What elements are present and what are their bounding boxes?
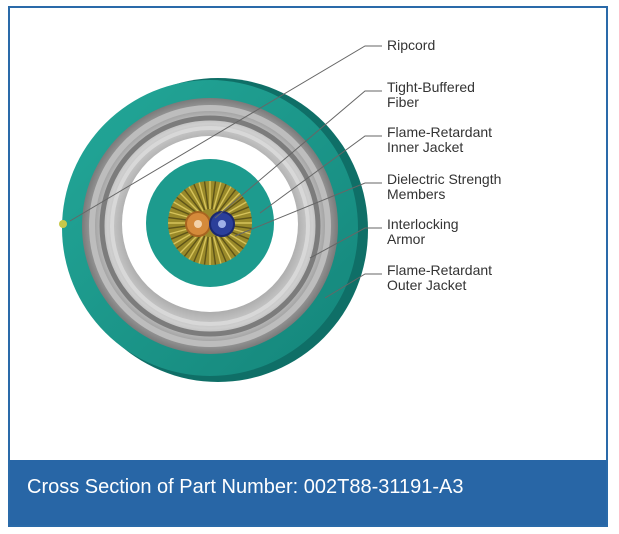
- caption-text: Cross Section of Part Number: 002T88-311…: [27, 476, 464, 498]
- yarn-strand: [183, 233, 203, 257]
- yarn-strand: [183, 189, 203, 213]
- yarn-strand: [211, 181, 217, 210]
- yarn-strand: [198, 182, 208, 210]
- leader-line-fiber: [214, 90, 382, 219]
- leader-line-outer-jacket: [324, 273, 382, 299]
- yarn-strand: [219, 192, 241, 214]
- component-labels: Ripcord Tight-Buffered Fiber Flame-Retar…: [387, 37, 505, 293]
- caption-bar: Cross Section of Part Number: 002T88-311…: [10, 460, 606, 525]
- label-strength-members: Dielectric Strength Members: [387, 171, 505, 202]
- yarn-strand: [193, 183, 206, 211]
- leader-line-armor: [309, 227, 382, 259]
- yarn-strand: [216, 234, 232, 260]
- leader-line-strength: [234, 182, 382, 237]
- armor-ring-c: [110, 126, 310, 326]
- leader-line-ripcord: [69, 45, 382, 222]
- leader-line-inner-jacket: [259, 135, 382, 214]
- yarn-strand: [203, 181, 209, 210]
- ripcord: [59, 220, 67, 228]
- yarn-strand: [212, 236, 222, 264]
- label-ripcord: Ripcord: [387, 37, 435, 53]
- yarn-strand: [193, 235, 206, 263]
- yarn-strand: [188, 186, 204, 212]
- yarn-strand: [203, 236, 209, 265]
- figure-frame: Ripcord Tight-Buffered Fiber Flame-Retar…: [8, 6, 608, 527]
- cable-cross-section-diagram: Ripcord Tight-Buffered Fiber Flame-Retar…: [59, 37, 505, 382]
- label-armor: Interlocking Armor: [387, 216, 462, 247]
- fiber-orange-core: [194, 220, 202, 228]
- yarn-strand: [179, 192, 201, 214]
- yarn-strand: [198, 236, 208, 264]
- yarn-strand: [212, 182, 222, 210]
- fiber-blue-core: [218, 220, 226, 228]
- yarn-strand: [214, 235, 227, 263]
- yarn-strand: [214, 183, 227, 211]
- label-outer-jacket: Flame-Retardant Outer Jacket: [387, 262, 496, 293]
- label-tight-buffered-fiber: Tight-Buffered Fiber: [387, 79, 479, 110]
- leader-lines: [69, 45, 382, 299]
- yarn-strand: [211, 236, 217, 265]
- yarn-strand: [216, 186, 232, 212]
- label-inner-jacket: Flame-Retardant Inner Jacket: [387, 124, 496, 155]
- yarn-strand: [217, 233, 237, 257]
- armor-ring-a: [89, 105, 331, 347]
- armor-ring-b: [99, 115, 321, 337]
- yarn-strand: [217, 189, 237, 213]
- yarn-strand: [188, 234, 204, 260]
